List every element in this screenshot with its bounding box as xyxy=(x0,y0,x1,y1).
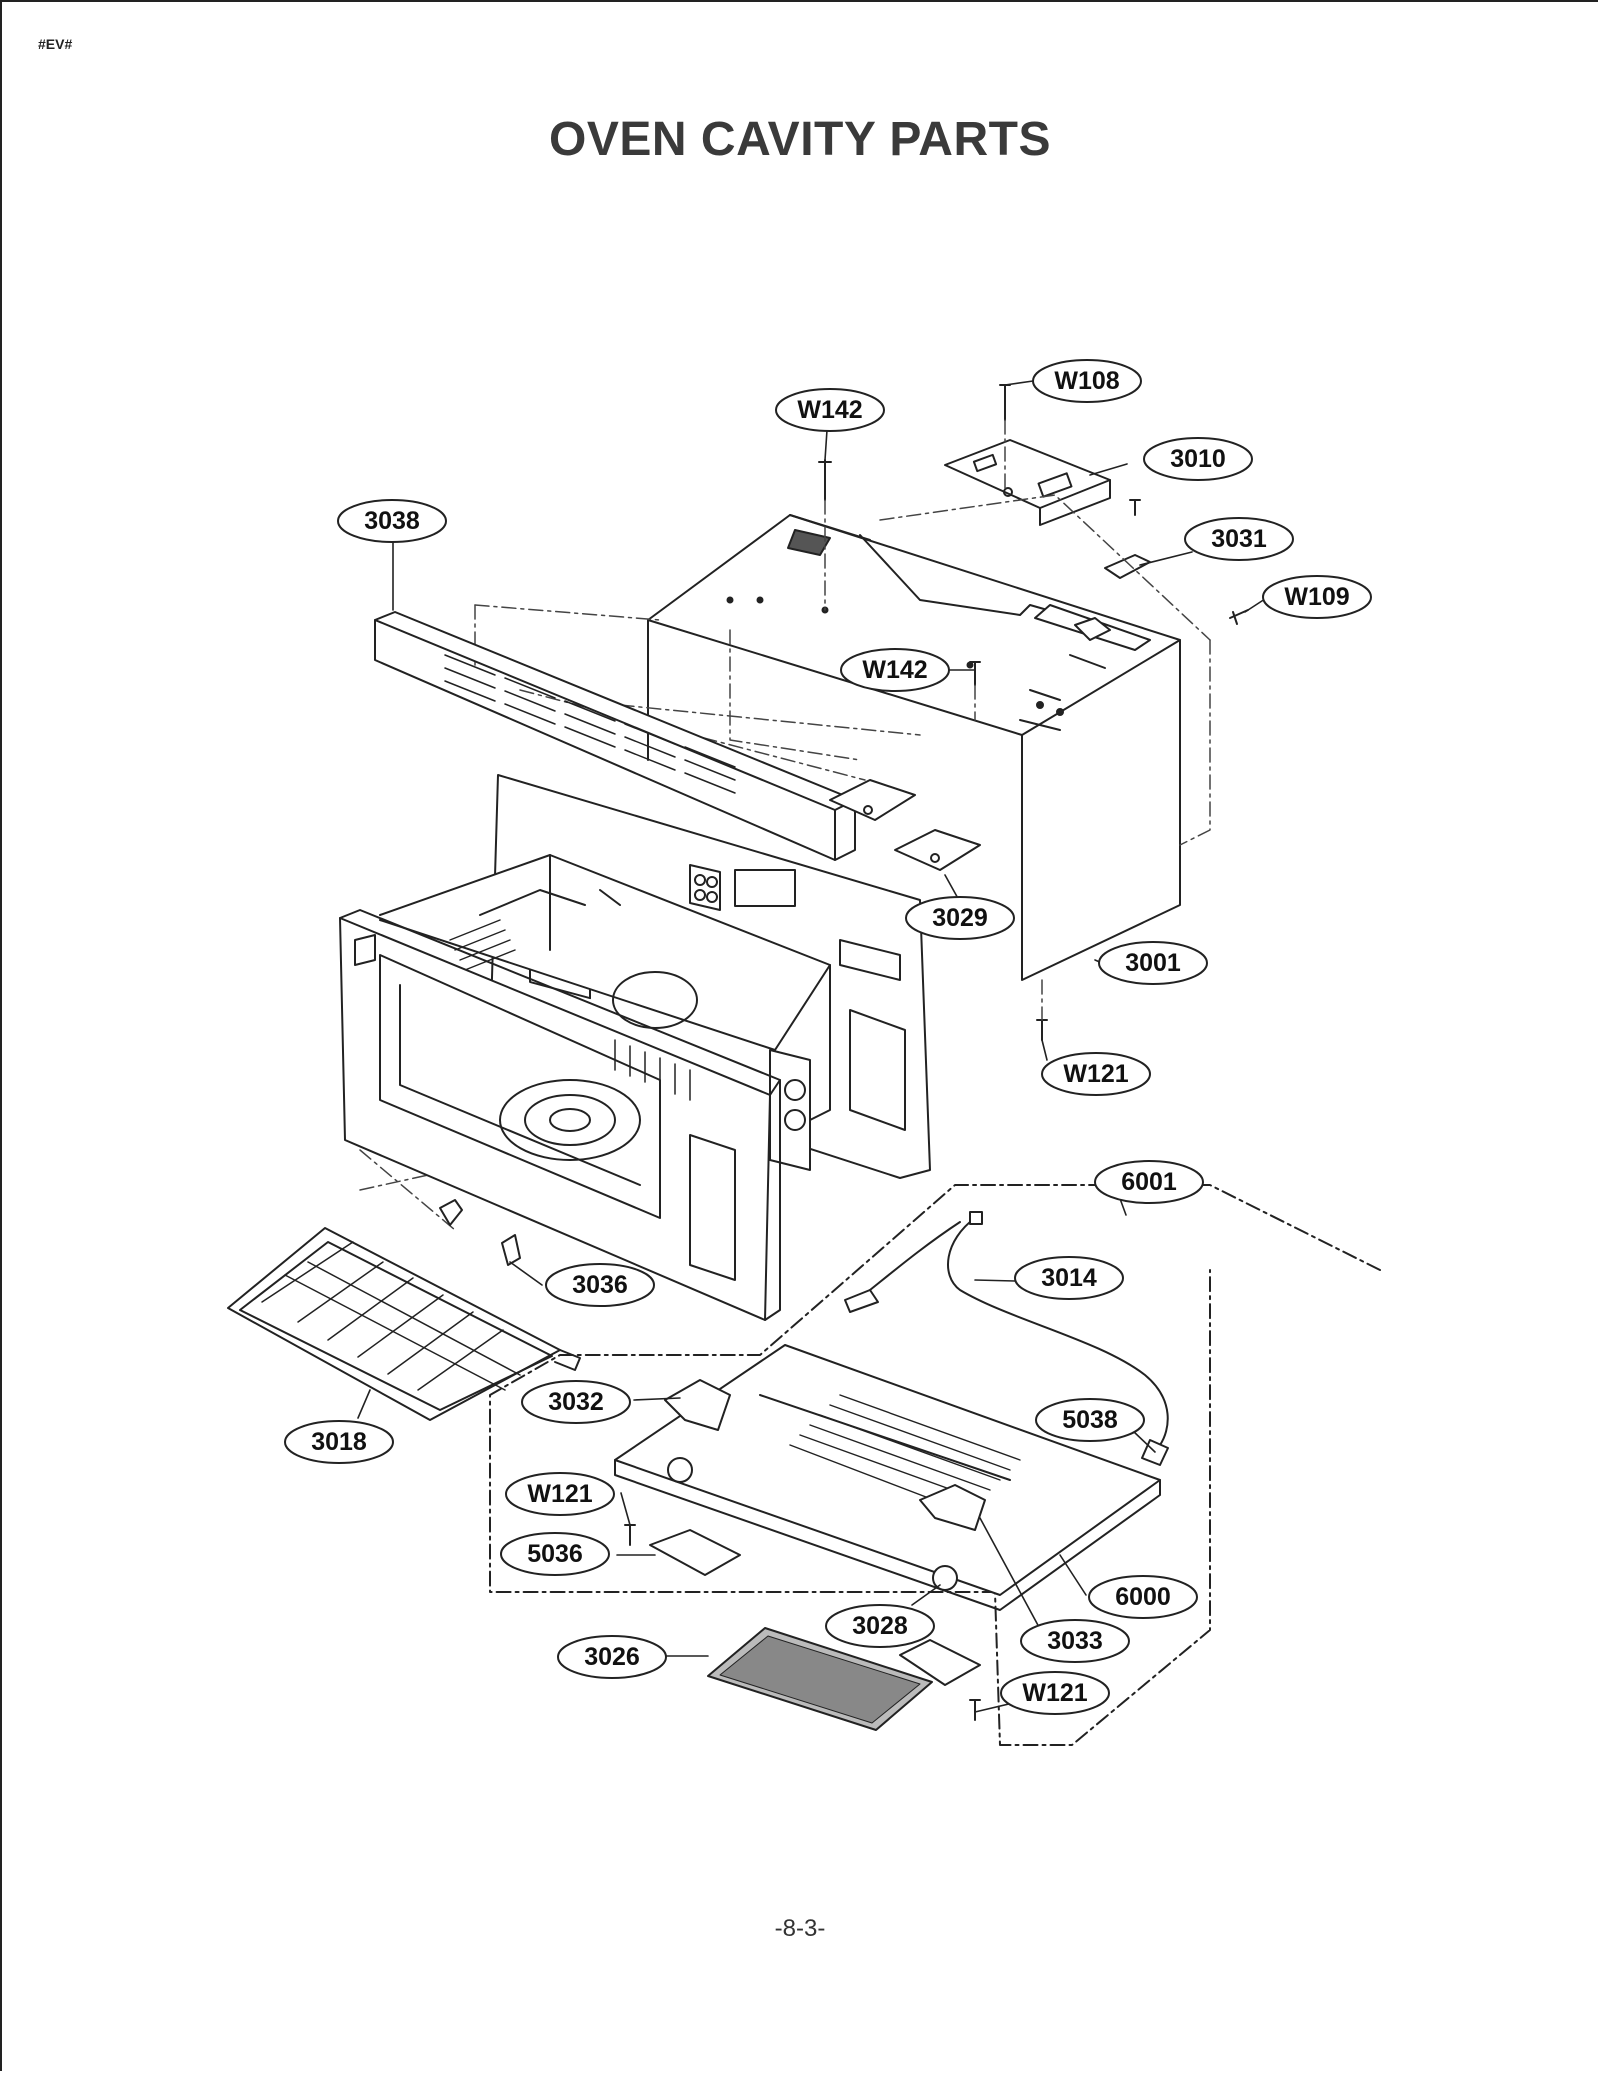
bracket-3010 xyxy=(944,439,1111,526)
callout-3038: 3038 xyxy=(364,507,420,535)
callout-3028: 3028 xyxy=(852,1612,908,1640)
page-code: #EV# xyxy=(38,36,73,52)
bracket-3029 xyxy=(829,779,981,871)
rack-3018 xyxy=(227,1227,581,1421)
bracket-3031 xyxy=(1104,554,1151,579)
lamp-socket-5036 xyxy=(649,1529,741,1576)
leader-lines xyxy=(357,380,1269,1713)
callout-3014: 3014 xyxy=(1041,1264,1097,1292)
callout-3031: 3031 xyxy=(1211,525,1267,553)
callout-6000: 6000 xyxy=(1115,1583,1171,1611)
callout-5038: 5038 xyxy=(1062,1406,1118,1434)
callout-W109: W109 xyxy=(1284,583,1349,611)
grease-filter-3026 xyxy=(707,1627,933,1731)
latch-parts xyxy=(439,1199,521,1266)
callout-3010: 3010 xyxy=(1170,445,1226,473)
motor-3033 xyxy=(919,1484,986,1531)
motor-3032 xyxy=(664,1379,958,1591)
callout-3033: 3033 xyxy=(1047,1627,1103,1655)
front-frame xyxy=(339,909,781,1321)
callout-ellipses xyxy=(284,359,1372,1715)
outer-case-3001 xyxy=(647,514,1181,981)
lamp-socket-3028 xyxy=(899,1639,981,1686)
callout-W121-top: W121 xyxy=(1063,1060,1128,1088)
callout-6001: 6001 xyxy=(1121,1168,1177,1196)
callout-3018: 3018 xyxy=(311,1428,367,1456)
callout-3029: 3029 xyxy=(932,904,988,932)
callout-3026: 3026 xyxy=(584,1643,640,1671)
callout-3001: 3001 xyxy=(1125,949,1181,977)
callout-3036: 3036 xyxy=(572,1271,628,1299)
callout-5036: 5036 xyxy=(527,1540,583,1568)
callout-W121-bottom: W121 xyxy=(1022,1679,1087,1707)
assembly-outline-6001 xyxy=(489,1184,1381,1746)
callout-labels: W108 W142 3010 3038 3031 W109 W142 3029 … xyxy=(311,367,1349,1707)
callout-W121-mid: W121 xyxy=(527,1480,592,1508)
page-number: -8-3- xyxy=(774,1915,826,1942)
callout-W108: W108 xyxy=(1054,367,1119,395)
callout-3032: 3032 xyxy=(548,1388,604,1416)
callout-W142-mid: W142 xyxy=(862,656,927,684)
callout-W142-top: W142 xyxy=(797,396,862,424)
page-title: OVEN CAVITY PARTS xyxy=(549,113,1051,166)
cover-plate-6000 xyxy=(614,1344,1161,1611)
